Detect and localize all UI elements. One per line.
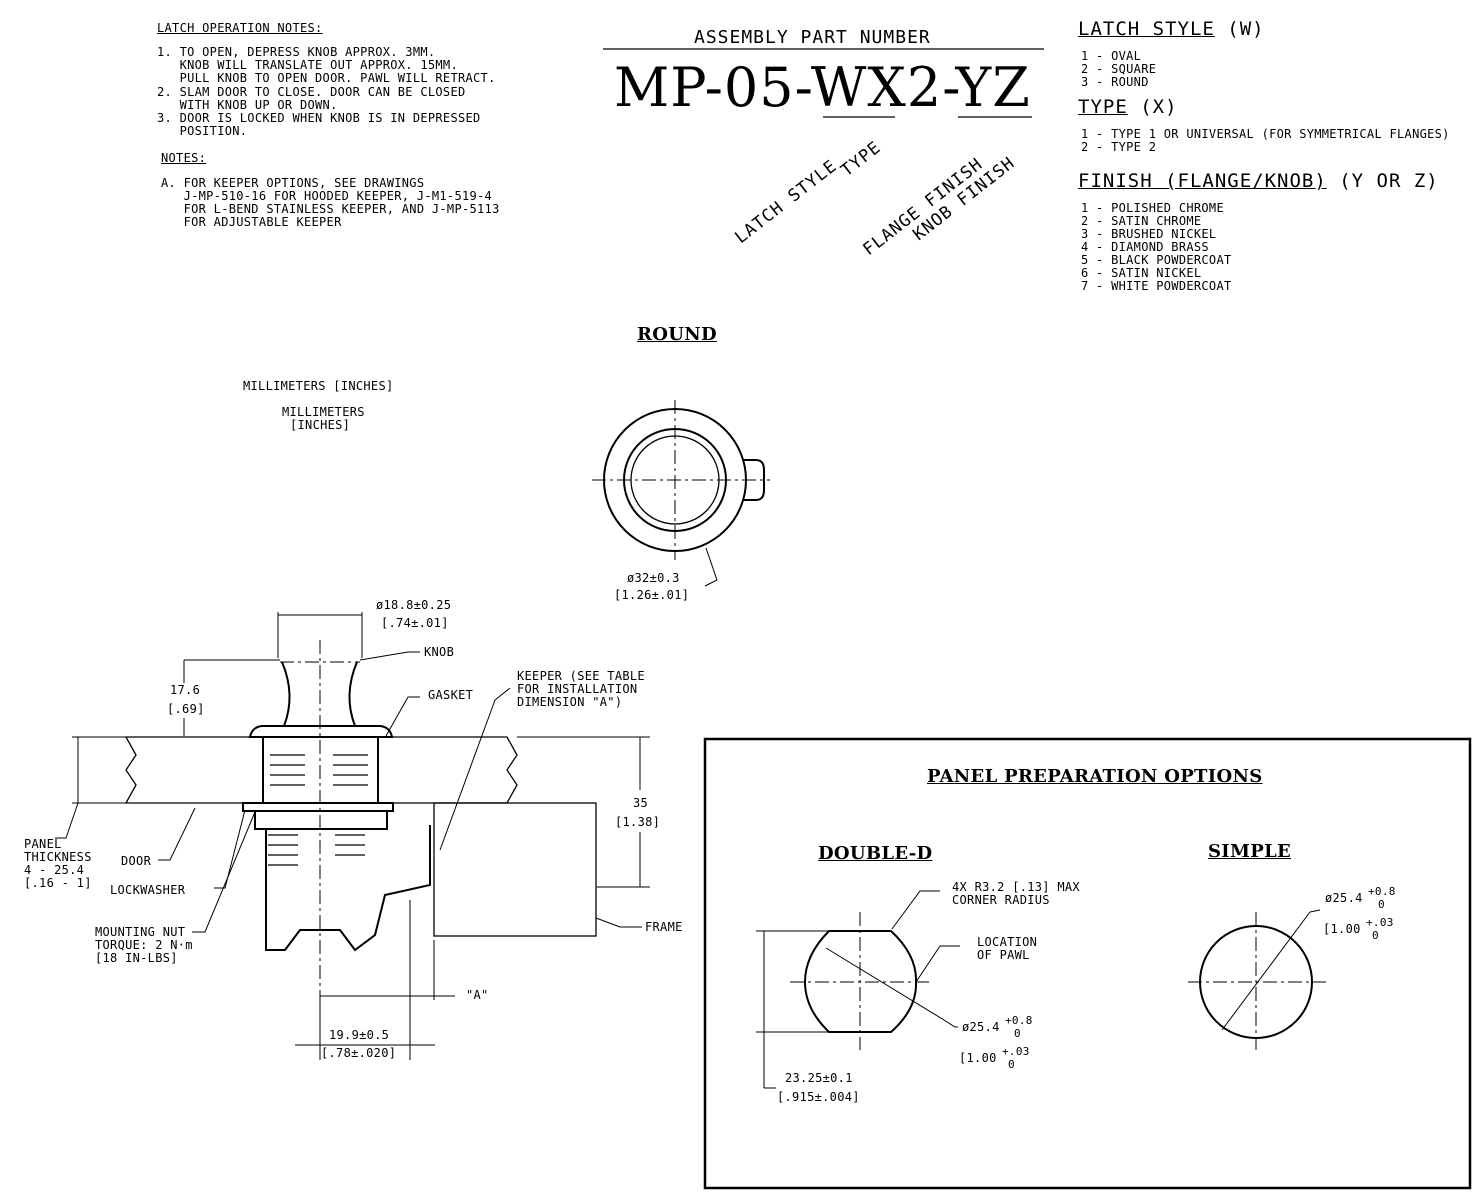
type-item: 2 - TYPE 2: [1081, 140, 1157, 154]
keeper-label: DIMENSION "A"): [517, 695, 623, 709]
type-code: (X): [1140, 96, 1178, 118]
round-view-drawing: [592, 400, 770, 587]
keeper-label: KEEPER (SEE TABLE: [517, 669, 645, 683]
panel-prep-title: PANEL PREPARATION OPTIONS: [927, 766, 1263, 787]
finish-code: (Y OR Z): [1339, 170, 1439, 192]
simple-drawing: [1188, 909, 1326, 1050]
section-view-drawing: [55, 612, 650, 1060]
latch-note-line: 1. TO OPEN, DEPRESS KNOB APPROX. 3MM.: [157, 45, 436, 59]
door-label: DOOR: [121, 854, 152, 868]
keeper-label: FOR INSTALLATION: [517, 682, 638, 696]
round-title: ROUND: [637, 324, 717, 345]
offset-dim: 19.9±0.5: [329, 1028, 390, 1042]
latch-style-title: LATCH STYLE: [1078, 18, 1215, 40]
pawl-label: OF PAWL: [977, 948, 1030, 962]
pawl-label: LOCATION: [977, 935, 1038, 949]
note-line: J-MP-510-16 FOR HOODED KEEPER, J-M1-519-…: [161, 189, 493, 203]
height-dim-alt: [.69]: [167, 702, 205, 716]
simple-tol-up: +0.8: [1368, 885, 1396, 898]
double-d-tol-alt-lo: 0: [1008, 1058, 1015, 1071]
double-d-tol-alt-up: +.03: [1002, 1045, 1030, 1058]
units-line: [INCHES]: [290, 418, 351, 432]
nut-label: MOUNTING NUT: [95, 925, 186, 939]
panel-label: [.16 - 1]: [24, 876, 92, 890]
simple-title: SIMPLE: [1208, 841, 1292, 862]
note-line: FOR L-BEND STAINLESS KEEPER, AND J-MP-51…: [161, 202, 500, 216]
depth-dim: 35: [633, 796, 649, 810]
finish-item: 6 - SATIN NICKEL: [1081, 266, 1202, 280]
latch-style-item: 2 - SQUARE: [1081, 62, 1157, 76]
latch-note-line: 2. SLAM DOOR TO CLOSE. DOOR CAN BE CLOSE…: [157, 85, 466, 99]
latch-style-item: 3 - ROUND: [1081, 75, 1149, 89]
knob-dia: ø18.8±0.25: [376, 598, 452, 612]
latch-note-line: PULL KNOB TO OPEN DOOR. PAWL WILL RETRAC…: [157, 71, 496, 85]
double-d-radius: CORNER RADIUS: [952, 893, 1050, 907]
assembly-title: ASSEMBLY PART NUMBER: [694, 27, 931, 48]
knob-dia-alt: [.74±.01]: [381, 616, 449, 630]
latch-style-item: 1 - OVAL: [1081, 49, 1142, 63]
round-dim-alt: [1.26±.01]: [614, 588, 690, 602]
simple-tol-alt-lo: 0: [1372, 929, 1379, 942]
latch-note-line: KNOB WILL TRANSLATE OUT APPROX. 15MM.: [157, 58, 458, 72]
latch-note-line: 3. DOOR IS LOCKED WHEN KNOB IS IN DEPRES…: [157, 111, 481, 125]
round-dim: ø32±0.3: [627, 571, 680, 585]
type-item: 1 - TYPE 1 OR UNIVERSAL (FOR SYMMETRICAL…: [1081, 127, 1450, 141]
simple-tol-lo: 0: [1378, 898, 1385, 911]
double-d-flat: 23.25±0.1: [785, 1071, 853, 1085]
double-d-dia-alt: [1.00: [959, 1051, 997, 1065]
simple-dia-alt: [1.00: [1323, 922, 1361, 936]
nut-label: TORQUE: 2 N·m: [95, 938, 193, 952]
units-line: MILLIMETERS: [282, 405, 365, 419]
double-d-flat-alt: [.915±.004]: [777, 1090, 860, 1104]
notes-title: NOTES:: [161, 151, 207, 165]
knob-label: KNOB: [424, 645, 455, 659]
double-d-radius: 4X R3.2 [.13] MAX: [952, 880, 1080, 894]
gasket-label: GASKET: [428, 688, 474, 702]
lockwasher-label: LOCKWASHER: [110, 883, 186, 897]
panel-label: PANEL: [24, 837, 62, 851]
simple-tol-alt-up: +.03: [1366, 916, 1394, 929]
finish-item: 5 - BLACK POWDERCOAT: [1081, 253, 1232, 267]
nut-label: [18 IN-LBS]: [95, 951, 178, 965]
height-dim: 17.6: [170, 683, 201, 697]
depth-dim-alt: [1.38]: [615, 815, 661, 829]
frame-label: FRAME: [645, 920, 683, 934]
finish-item: 4 - DIAMOND BRASS: [1081, 240, 1209, 254]
finish-item: 3 - BRUSHED NICKEL: [1081, 227, 1217, 241]
panel-prep-frame: [703, 737, 1472, 1190]
latch-note-line: WITH KNOB UP OR DOWN.: [157, 98, 338, 112]
double-d-dia: ø25.4: [962, 1020, 1000, 1034]
panel-label: THICKNESS: [24, 850, 92, 864]
double-d-tol-lo: 0: [1014, 1027, 1021, 1040]
dim-a: "A": [466, 988, 489, 1002]
finish-item: 2 - SATIN CHROME: [1081, 214, 1202, 228]
double-d-title: DOUBLE-D: [818, 843, 933, 864]
double-d-tol-up: +0.8: [1005, 1014, 1033, 1027]
part-number: MP-05-WX2-YZ: [614, 56, 1031, 119]
simple-dia: ø25.4: [1325, 891, 1363, 905]
panel-label: 4 - 25.4: [24, 863, 85, 877]
finish-item: 7 - WHITE POWDERCOAT: [1081, 279, 1232, 293]
latch-note-line: POSITION.: [157, 124, 248, 138]
latch-notes-title: LATCH OPERATION NOTES:: [157, 21, 323, 35]
double-d-drawing: [756, 890, 960, 1089]
units-line: MILLIMETERS [INCHES]: [243, 379, 394, 393]
latch-style-code: (W): [1227, 18, 1265, 40]
offset-dim-alt: [.78±.020]: [321, 1046, 397, 1060]
type-title: TYPE: [1078, 96, 1128, 118]
finish-item: 1 - POLISHED CHROME: [1081, 201, 1224, 215]
finish-title: FINISH (FLANGE/KNOB): [1078, 170, 1327, 192]
part-number-rules: [603, 48, 1044, 118]
note-line: FOR ADJUSTABLE KEEPER: [161, 215, 342, 229]
note-line: A. FOR KEEPER OPTIONS, SEE DRAWINGS: [161, 176, 425, 190]
